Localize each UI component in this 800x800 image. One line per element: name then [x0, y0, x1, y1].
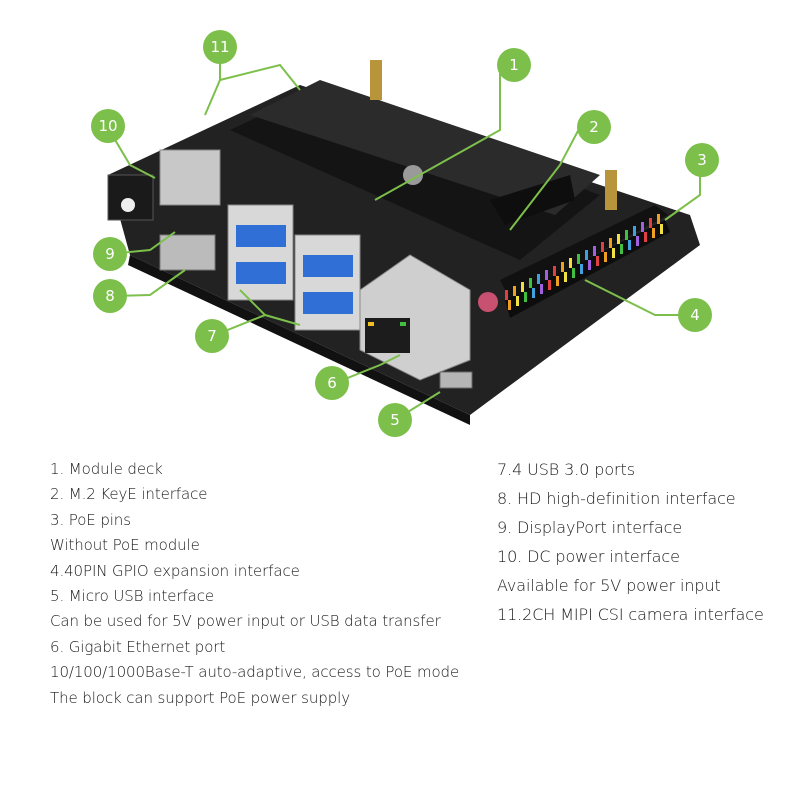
usb3-port-stack-2	[294, 234, 361, 331]
gpio-pin	[633, 226, 636, 236]
capacitor	[478, 292, 498, 312]
legend-right: 7.4 USB 3.0 ports 8. HD high-definition …	[497, 455, 764, 629]
legend-item: 11.2CH MIPI CSI camera interface	[497, 605, 764, 624]
gpio-pin	[657, 214, 660, 224]
mount-screw	[403, 165, 423, 185]
callout-2: 2	[577, 110, 611, 144]
gpio-pin	[604, 252, 607, 262]
legend-item: Can be used for 5V power input or USB da…	[50, 612, 441, 631]
gpio-pin	[529, 278, 532, 288]
gpio-pin	[577, 254, 580, 264]
legend-item: 10/100/1000Base-T auto-adaptive, access …	[50, 663, 460, 682]
svg-text:5: 5	[390, 411, 400, 429]
gpio-pin	[609, 238, 612, 248]
svg-text:3: 3	[697, 151, 707, 169]
pcb-board	[108, 85, 700, 415]
gpio-pin	[644, 232, 647, 242]
gpio-pins	[505, 214, 663, 310]
legend-item: 3. PoE pins	[50, 510, 131, 529]
gpio-pin	[596, 256, 599, 266]
legend-left: 1. Module deck 2. M.2 KeyE interface 3. …	[50, 457, 459, 711]
svg-text:4: 4	[690, 306, 700, 324]
gpio-pin	[636, 236, 639, 246]
module-deck-top	[250, 80, 600, 215]
callout-5: 5	[378, 403, 412, 437]
gpio-pin	[601, 242, 604, 252]
callout-10: 10	[91, 109, 125, 143]
gpio-pin	[540, 284, 543, 294]
gpio-pin	[641, 222, 644, 232]
legend-item: 2. M.2 KeyE interface	[50, 485, 208, 504]
svg-text:11: 11	[210, 38, 229, 56]
legend-item: Without PoE module	[50, 536, 200, 555]
gpio-pin	[548, 280, 551, 290]
gpio-pin	[660, 224, 663, 234]
legend-item: 6. Gigabit Ethernet port	[50, 637, 226, 656]
gpio-pin	[580, 264, 583, 274]
gpio-pin	[593, 246, 596, 256]
gpio-pin	[561, 262, 564, 272]
callout-9: 9	[93, 237, 127, 271]
gpio-pin	[620, 244, 623, 254]
micro-usb-port	[439, 371, 473, 389]
legend-item: 5. Micro USB interface	[50, 587, 215, 606]
legend-item: 9. DisplayPort interface	[497, 518, 683, 537]
svg-text:9: 9	[105, 245, 115, 263]
gpio-pin	[505, 290, 508, 300]
svg-text:7: 7	[207, 327, 217, 345]
displayport-port	[159, 149, 221, 206]
gpio-pin	[572, 268, 575, 278]
hdmi-port	[159, 234, 216, 271]
svg-text:2: 2	[589, 118, 599, 136]
gpio-pin	[545, 270, 548, 280]
callout-6: 6	[315, 366, 349, 400]
gpio-pin	[617, 234, 620, 244]
antenna-post-1	[370, 60, 382, 100]
gpio-pin	[537, 274, 540, 284]
gpio-pin	[556, 276, 559, 286]
legend-item: The block can support PoE power supply	[50, 688, 350, 707]
gpio-pin	[569, 258, 572, 268]
svg-text:6: 6	[327, 374, 337, 392]
gpio-pin	[524, 292, 527, 302]
gpio-pin	[649, 218, 652, 228]
gpio-pin	[628, 240, 631, 250]
gpio-pin	[585, 250, 588, 260]
svg-text:10: 10	[98, 117, 117, 135]
legend-item: 8. HD high-definition interface	[497, 489, 736, 508]
gpio-pin	[532, 288, 535, 298]
usb3-port-stack-1	[227, 204, 294, 301]
gpio-pin	[553, 266, 556, 276]
gpio-pin	[625, 230, 628, 240]
legend-item: 4.40PIN GPIO expansion interface	[50, 561, 300, 580]
gpio-pin	[513, 286, 516, 296]
legend-item: 1. Module deck	[50, 460, 163, 478]
antenna-post-2	[605, 170, 617, 210]
dc-jack	[107, 174, 154, 221]
callout-4: 4	[678, 298, 712, 332]
ethernet-port	[359, 254, 471, 381]
gpio-pin	[588, 260, 591, 270]
svg-text:8: 8	[105, 287, 115, 305]
callout-8: 8	[93, 279, 127, 313]
gpio-pin	[652, 228, 655, 238]
legend-item: 7.4 USB 3.0 ports	[497, 460, 635, 479]
gpio-pin	[564, 272, 567, 282]
board-diagram: 1 2 3 4 5 6 7 8 9 10 11	[91, 30, 719, 437]
legend-item: 10. DC power interface	[497, 547, 680, 566]
gpio-pin	[516, 296, 519, 306]
callout-3: 3	[685, 143, 719, 177]
gpio-pin	[612, 248, 615, 258]
pcb-edge	[128, 255, 470, 425]
gpio-pin	[521, 282, 524, 292]
svg-text:1: 1	[509, 56, 519, 74]
callout-1: 1	[497, 48, 531, 82]
callout-7: 7	[195, 319, 229, 353]
callout-11: 11	[203, 30, 237, 64]
dc-jack-hole	[121, 198, 135, 212]
legend-item: Available for 5V power input	[497, 576, 721, 595]
gpio-pin	[508, 300, 511, 310]
